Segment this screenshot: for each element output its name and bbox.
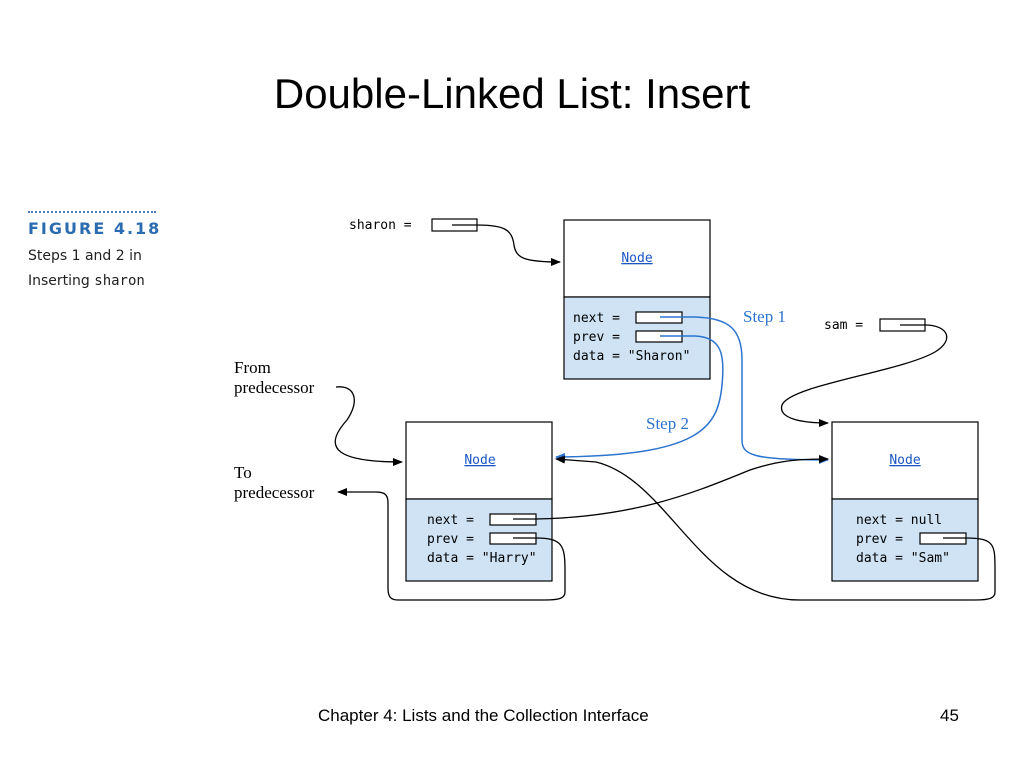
slide-title: Double-Linked List: Insert	[273, 70, 751, 117]
node-sam-data: data = "Sam"	[856, 551, 950, 566]
node-harry-next: next =	[427, 513, 474, 528]
node-sharon: Node next = prev = data = "Sharon"	[563, 219, 711, 380]
to-label-line1: To	[234, 463, 252, 482]
node-sharon-data: data = "Sharon"	[573, 349, 690, 364]
step2-label: Step 2	[646, 414, 689, 433]
figure-number: FIGURE 4.18	[28, 219, 162, 238]
sam-prev-arrow	[555, 455, 996, 601]
figure-caption: Steps 1 and 2 in Inserting sharon	[28, 244, 145, 294]
step2-arrow	[555, 335, 724, 461]
step1-label: Step 1	[743, 307, 786, 326]
figure-divider	[28, 211, 156, 213]
figure-caption-code: sharon	[94, 273, 145, 289]
node-sharon-next: next =	[573, 311, 620, 326]
harry-next-arrow	[513, 455, 829, 520]
figure-caption-prefix: Inserting	[28, 273, 95, 289]
node-sam-next: next = null	[856, 513, 942, 528]
node-harry-header: Node	[464, 453, 495, 468]
from-predecessor-arrow	[334, 386, 403, 466]
node-sam-header-box	[831, 421, 979, 500]
figure-caption-line1: Steps 1 and 2 in	[28, 248, 142, 264]
node-sam-prev: prev =	[856, 532, 903, 547]
node-harry-header-box	[405, 421, 553, 500]
sam-variable-label: sam =	[824, 318, 863, 333]
node-harry-prev: prev =	[427, 532, 474, 547]
node-sam: Node next = null prev = data = "Sam"	[831, 421, 979, 582]
figure-caption-line2: Inserting sharon	[28, 269, 145, 294]
to-label-line2: predecessor	[234, 483, 315, 502]
step1-arrow	[660, 316, 829, 464]
harry-prev-arrow	[337, 488, 566, 601]
sharon-variable-label: sharon =	[349, 218, 412, 233]
node-sharon-header-box	[563, 219, 711, 298]
node-sharon-prev: prev =	[573, 330, 620, 345]
node-harry: Node next = prev = data = "Harry"	[405, 421, 553, 582]
node-sam-header: Node	[889, 453, 920, 468]
node-harry-data: data = "Harry"	[427, 551, 537, 566]
slide-footer: Chapter 4: Lists and the Collection Inte…	[318, 706, 649, 725]
node-sharon-header: Node	[621, 251, 652, 266]
page-number: 45	[940, 706, 959, 725]
from-label-line1: From	[234, 358, 271, 377]
sam-ref-arrow	[780, 324, 948, 427]
from-label-line2: predecessor	[234, 378, 315, 397]
sharon-ref-arrow	[452, 224, 561, 266]
